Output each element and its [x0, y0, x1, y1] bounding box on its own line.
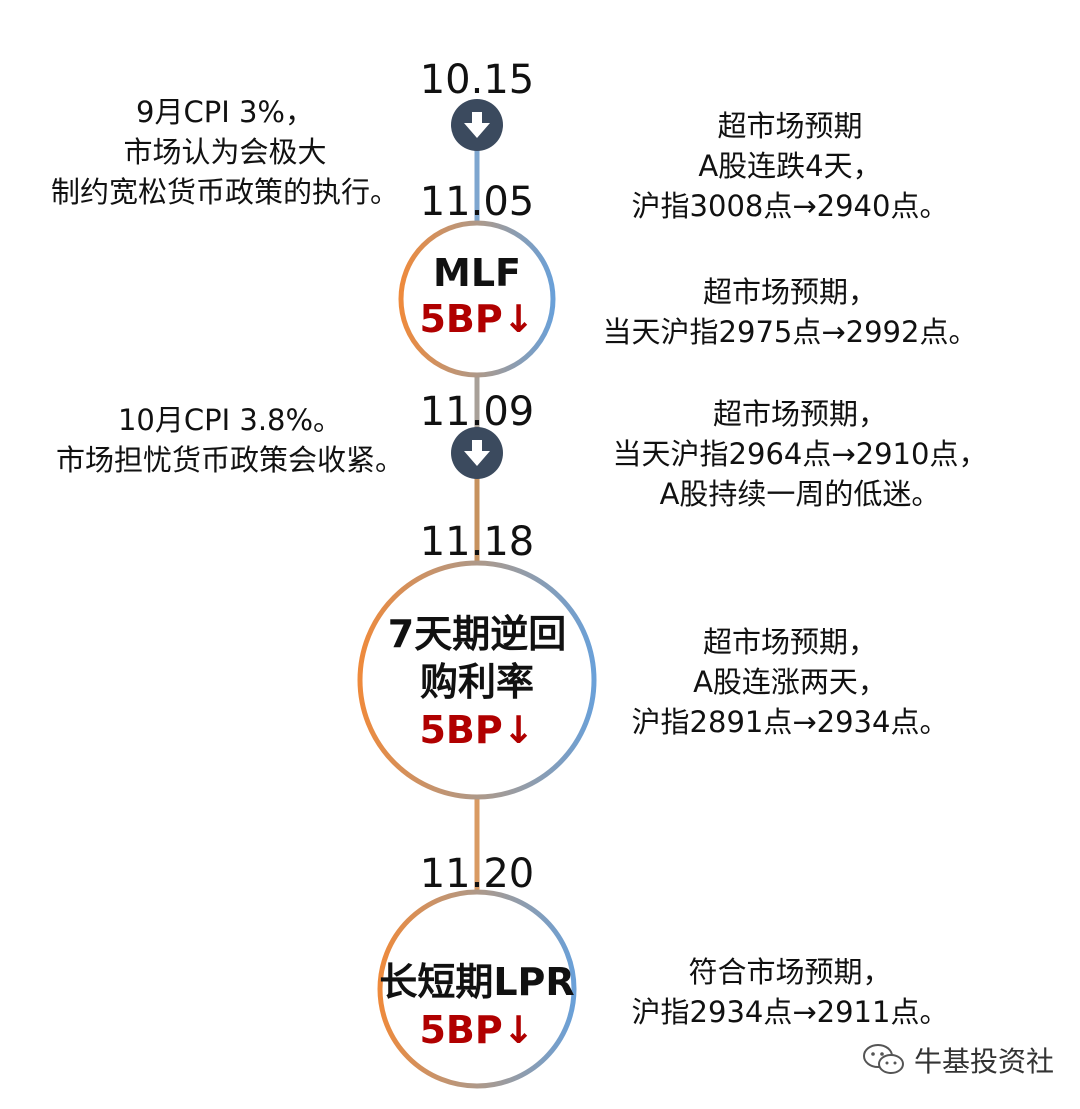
node-change: 5BP↓ [419, 708, 535, 752]
node-title: 长短期LPR [379, 960, 575, 1004]
date-label: 11.05 [419, 179, 535, 225]
node-change: 5BP↓ [419, 1008, 535, 1052]
left-note: 9月CPI 3%， 市场认为会极大 制约宽松货币政策的执行。 [50, 95, 399, 209]
node-label: MLF 5BP↓ [397, 250, 557, 342]
down-arrow-icon [451, 99, 503, 151]
node-circle [357, 560, 597, 800]
node-change: 5BP↓ [419, 297, 535, 341]
date-label: 11.18 [419, 519, 535, 565]
watermark-text: 牛基投资社 [914, 1045, 1055, 1078]
right-note: 符合市场预期， 沪指2934点→2911点。 [631, 955, 949, 1029]
right-note: 超市场预期， 当天沪指2975点→2992点。 [602, 275, 978, 349]
wechat-icon [863, 1044, 904, 1074]
date-label: 11.09 [419, 389, 535, 435]
right-note: 超市场预期 A股连跌4天， 沪指3008点→2940点。 [631, 109, 949, 223]
node-title: 7天期逆回 购利率 [387, 612, 567, 704]
date-label: 10.15 [419, 57, 535, 103]
node-circle [377, 889, 577, 1089]
right-note: 超市场预期， A股连涨两天， 沪指2891点→2934点。 [631, 625, 949, 739]
down-arrow-icon [451, 427, 503, 479]
date-label: 11.20 [419, 851, 535, 897]
watermark: 牛基投资社 [862, 1040, 1054, 1080]
left-note: 10月CPI 3.8%。 市场担忧货币政策会收紧。 [55, 403, 404, 477]
right-note: 超市场预期， 当天沪指2964点→2910点， A股持续一周的低迷。 [612, 397, 988, 511]
node-circle [398, 220, 556, 378]
node-label: 长短期LPR 5BP↓ [362, 958, 592, 1054]
node-label: 7天期逆回 购利率 5BP↓ [360, 610, 594, 754]
node-title: MLF [433, 251, 521, 295]
